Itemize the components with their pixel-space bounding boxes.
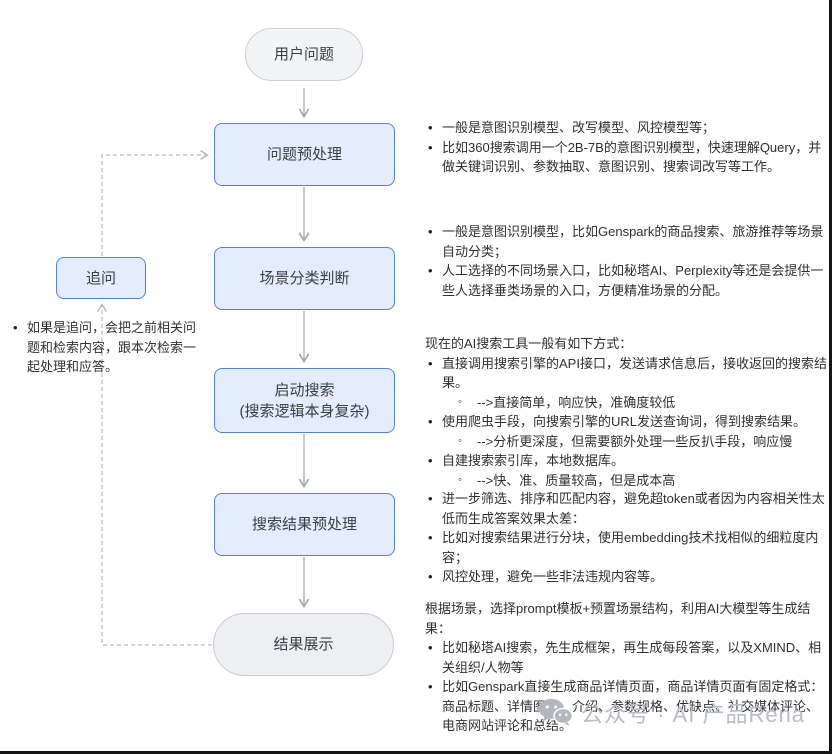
node-question-preprocessing: 问题预处理 (214, 123, 395, 186)
note-bullet: 比如秘塔AI搜索，先生成框架，再生成每段答案，以及XMIND、相关组织/人物等 (425, 638, 827, 677)
note-bullet: 进一步筛选、排序和匹配内容，避免超token或者因为内容相关性太低而生成答案效果… (425, 489, 827, 528)
note-bullet: 直接调用搜索引擎的API接口，发送请求信息后，接收返回的搜索结果。 (425, 354, 827, 393)
wechat-icon (538, 698, 574, 728)
node-label: 搜索结果预处理 (251, 516, 357, 533)
node-label-line2: (搜索逻辑本身复杂) (239, 402, 370, 420)
note-bullet: 比如360搜索调用一个2B-7B的意图识别模型，快速理解Query，并做关键词识… (425, 138, 827, 177)
note-search-methods: 现在的AI搜索工具一般有如下方式： 直接调用搜索引擎的API接口，发送请求信息后… (425, 334, 827, 490)
note-followup: 如果是追问，会把之前相关问题和检索内容，跟本次检索一起处理和应答。 (10, 318, 208, 377)
node-label-line1: 启动搜索 (274, 381, 335, 399)
note-bullet: 比如对搜索结果进行分块，使用embedding技术找相似的细粒度内容； (425, 528, 827, 567)
node-result-display: 结果展示 (213, 613, 394, 676)
note-bullet: 如果是追问，会把之前相关问题和检索内容，跟本次检索一起处理和应答。 (10, 318, 208, 377)
screen-bottom-edge (0, 751, 832, 754)
note-bullet: 比如Genspark直接生成商品详情页面，商品详情页面有固定格式：商品标题、详情… (425, 677, 827, 736)
note-subbullet: -->分析更深度，但需要额外处理一些反扒手段，响应慢 (425, 432, 827, 452)
watermark-text: 公众号 · AI 产品Rena (581, 702, 806, 727)
node-followup: 追问 (56, 257, 146, 299)
screen-right-edge (829, 0, 832, 754)
node-label: 问题预处理 (266, 146, 342, 163)
note-bullet: 风控处理，避免一些非法违规内容等。 (425, 567, 827, 587)
note-bullet: 一般是意图识别模型、改写模型、风控模型等； (425, 118, 827, 138)
node-start-search: 启动搜索 (搜索逻辑本身复杂) (214, 368, 395, 433)
note-subbullet: -->直接简单，响应快，准确度较低 (425, 393, 827, 413)
note-heading: 根据场景，选择prompt模板+预置场景结构，利用AI大模型等生成结果： (425, 601, 811, 636)
note-bullet: 一般是意图识别模型，比如Genspark的商品搜索、旅游推荐等场景自动分类； (425, 222, 827, 261)
node-label: 场景分类判断 (259, 270, 350, 287)
note-result-display: 根据场景，选择prompt模板+预置场景结构，利用AI大模型等生成结果： 比如秘… (425, 599, 827, 736)
node-search-result-preprocessing: 搜索结果预处理 (214, 493, 395, 556)
note-scene-classification: 一般是意图识别模型，比如Genspark的商品搜索、旅游推荐等场景自动分类； 人… (425, 222, 827, 300)
note-bullet: 人工选择的不同场景入口，比如秘塔AI、Perplexity等还是会提供一些人选择… (425, 261, 827, 300)
note-subbullet: -->快、准、质量较高，但是成本高 (425, 471, 827, 491)
note-heading: 现在的AI搜索工具一般有如下方式： (425, 336, 633, 351)
note-result-preprocessing: 进一步筛选、排序和匹配内容，避免超token或者因为内容相关性太低而生成答案效果… (425, 489, 827, 587)
node-label: 结果展示 (273, 636, 334, 653)
watermark: 公众号 · AI 产品Rena (538, 697, 805, 729)
node-scene-classification: 场景分类判断 (214, 247, 395, 310)
note-bullet: 使用爬虫手段，向搜索引擎的URL发送查询词，得到搜索结果。 (425, 412, 827, 432)
node-user-question: 用户问题 (245, 28, 363, 81)
node-label: 追问 (85, 269, 116, 287)
node-label: 用户问题 (273, 46, 334, 63)
note-question-preprocessing: 一般是意图识别模型、改写模型、风控模型等； 比如360搜索调用一个2B-7B的意… (425, 118, 827, 177)
note-bullet: 自建搜索索引库，本地数据库。 (425, 451, 827, 471)
